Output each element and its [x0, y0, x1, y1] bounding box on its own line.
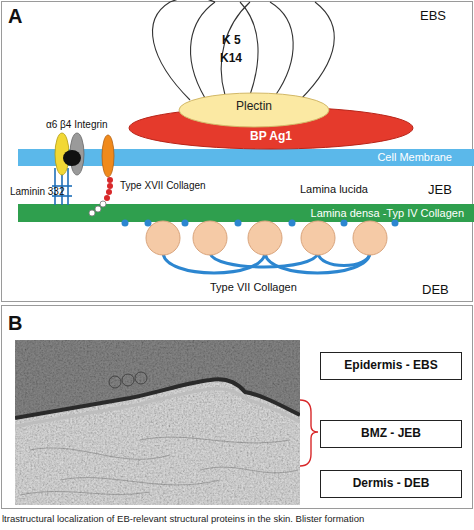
bracket: [300, 400, 318, 466]
collagen-xvii-head: [102, 135, 114, 177]
protein-label: Laminin 332: [10, 186, 64, 197]
node-text: Lamina densa -Typ IV Collagen: [311, 207, 464, 219]
panel-letter: A: [8, 5, 22, 27]
keratin-filaments: [153, 0, 335, 100]
collagen-xvii-bead: [100, 201, 106, 207]
nc1-domain: [301, 221, 335, 255]
integrin-core: [63, 150, 81, 166]
collagen-fibres: [20, 437, 298, 495]
keratin-label: K14: [220, 52, 242, 65]
protein-label: Type VII Collagen: [210, 281, 297, 293]
node-text: Plectin: [236, 100, 272, 113]
layer-box: Dermis - DEB: [320, 470, 462, 498]
node-text: BP Ag1: [250, 130, 292, 143]
protein-ellipse: Plectin: [178, 92, 330, 128]
ellipse-shape: [179, 93, 329, 127]
node-text: BMZ - JEB: [361, 427, 421, 440]
layer-box: Epidermis - EBS: [320, 352, 462, 380]
keratin-label: K 5: [222, 34, 241, 47]
collagen-xvii-bead: [106, 189, 112, 195]
electron-micrograph: [15, 340, 300, 505]
membrane-band: Cell Membrane: [18, 149, 474, 166]
keratin-filament: [221, 2, 250, 95]
node-text: Epidermis - EBS: [344, 359, 437, 372]
collagen-xvii-bead: [107, 183, 113, 189]
node-text: Cell Membrane: [377, 151, 452, 163]
keratin-filament: [240, 2, 258, 95]
lamina-band: Lamina densa -Typ IV Collagen: [18, 204, 474, 222]
collagen-xvii-bead: [89, 210, 95, 216]
ellipse-shape: [129, 107, 413, 149]
nc1-domain: [193, 221, 227, 255]
dermis-texture: [15, 340, 300, 505]
collagen-xvii-bead: [107, 177, 113, 183]
layer-label: EBS: [420, 9, 446, 23]
collagen-xvii-bead: [95, 206, 101, 212]
epidermis-texture: [15, 340, 300, 418]
anchoring-fibril: [163, 252, 265, 273]
collagen-xvii-bead: [104, 195, 110, 201]
nc1-domain: [146, 221, 180, 255]
keratin-filament: [153, 2, 190, 100]
layer-label: Lamina lucida: [300, 183, 368, 195]
layer-label: JEB: [428, 183, 452, 197]
keratin-filament: [191, 2, 215, 98]
nc1-domain: [248, 221, 282, 255]
node-text: Dermis - DEB: [353, 477, 430, 490]
figure-caption: ltrastructural localization of EB-releva…: [2, 514, 364, 524]
keratin-filament: [300, 2, 334, 100]
panel-frame: [2, 306, 473, 509]
protein-label: Type XVII Collagen: [120, 180, 206, 191]
collagen-vii-heads: [146, 221, 387, 255]
lamina-lucida-line: [15, 389, 300, 426]
keratin-filament: [270, 2, 293, 96]
keratin-filament: [170, 0, 215, 2]
nc1-domain: [353, 221, 387, 255]
anchoring-fibril: [318, 252, 370, 266]
desmosome-rings: [109, 372, 147, 388]
layer-box: BMZ - JEB: [320, 420, 462, 448]
panel-letter: B: [8, 312, 22, 334]
layer-label: DEB: [422, 283, 449, 297]
protein-label: α6 β4 Integrin: [46, 119, 108, 130]
